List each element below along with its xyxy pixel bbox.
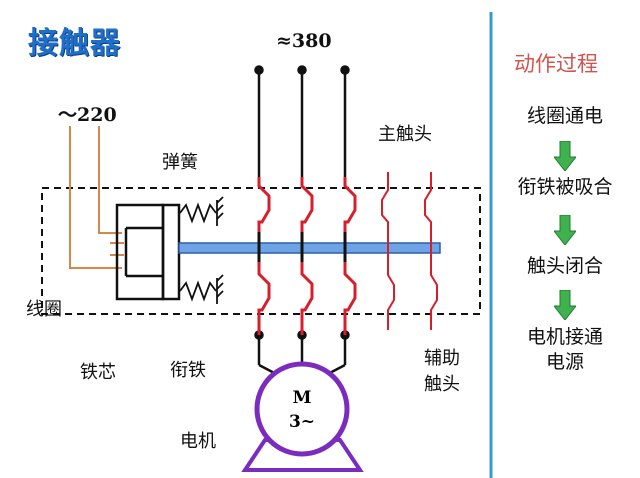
motor-label: 电机 [180, 431, 216, 452]
down-arrow-icon [554, 215, 576, 245]
aux-contact-1 [381, 172, 395, 330]
aux-contacts-label-1: 辅助 [424, 348, 460, 369]
motor [241, 361, 364, 472]
armature-label: 衔铁 [170, 360, 206, 381]
down-arrow-icon [554, 290, 576, 320]
aux-contacts-label-2: 触头 [424, 374, 460, 395]
main-contacts-label: 主触头 [378, 124, 432, 145]
supply-3phase-label: ≈380 [276, 30, 332, 52]
supply-coil-label: ～220 [58, 104, 117, 126]
spring-top [179, 196, 224, 226]
process-panel-title: 动作过程 [514, 52, 598, 76]
auxiliary-contacts [381, 172, 438, 330]
coil-label: 线圈 [26, 299, 62, 320]
aux-contact-2 [424, 172, 438, 330]
motor-symbol-line2: 3~ [288, 412, 316, 432]
down-arrow-icon [554, 141, 576, 171]
process-step-4: 电机接通电源 [526, 326, 603, 373]
iron-core [115, 203, 165, 301]
armature-bar [178, 242, 441, 254]
spring-label: 弹簧 [162, 152, 198, 173]
main-contacts [257, 177, 357, 335]
motor-symbol: M 3~ [272, 386, 332, 434]
motor-symbol-line1: M [292, 388, 312, 408]
spring-bottom [179, 274, 224, 304]
armature [161, 203, 181, 301]
process-step-1: 线圈通电 [526, 105, 603, 127]
page-title: 接触器 [28, 26, 121, 61]
core-label: 铁芯 [80, 362, 116, 383]
process-step-3: 触头闭合 [526, 255, 603, 277]
motor-body [254, 361, 350, 457]
process-step-2: 衔铁被吸合 [517, 176, 613, 198]
